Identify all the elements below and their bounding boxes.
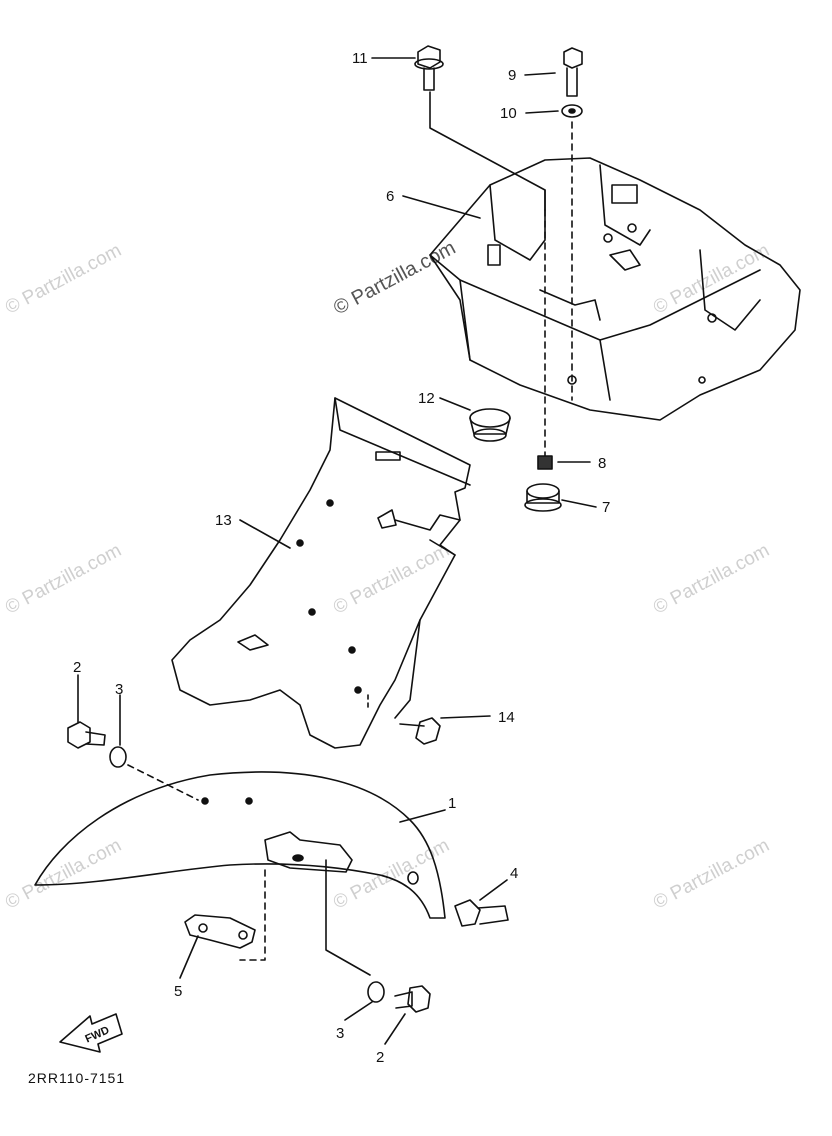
callout-6: 6 <box>386 188 394 205</box>
callout-13: 13 <box>215 512 232 529</box>
battery-box-part-6 <box>429 157 801 421</box>
bolt-part-14 <box>367 694 441 745</box>
front-fender-part-1 <box>34 771 446 919</box>
collar-part-8 <box>537 455 553 470</box>
washer-part-3-upper <box>109 746 127 768</box>
callout-3-lower: 3 <box>336 1025 344 1042</box>
inner-fender-part-13 <box>171 397 471 749</box>
callout-9: 9 <box>508 67 516 84</box>
fastener-part-4 <box>454 899 509 927</box>
callout-2-upper: 2 <box>73 659 81 676</box>
callout-4: 4 <box>510 865 518 882</box>
washer-part-10 <box>561 104 583 118</box>
fwd-label: FWD <box>83 1024 111 1045</box>
bolt-part-2-lower <box>394 985 431 1013</box>
callout-7: 7 <box>602 499 610 516</box>
diagram-code: 2RR110-7151 <box>28 1070 126 1086</box>
damper-part-7 <box>524 483 562 512</box>
grommet-part-12 <box>469 408 511 442</box>
callout-2-lower: 2 <box>376 1049 384 1066</box>
callout-11: 11 <box>352 50 368 67</box>
callout-5: 5 <box>174 983 182 1000</box>
callout-14: 14 <box>498 709 515 726</box>
bolt-part-9 <box>563 47 583 97</box>
bolt-part-11 <box>414 45 444 91</box>
fwd-arrow-icon: FWD <box>59 1013 123 1053</box>
callout-3-upper: 3 <box>115 681 123 698</box>
bracket-part-5 <box>184 914 256 949</box>
callout-12: 12 <box>418 390 435 407</box>
washer-part-3-lower <box>367 981 385 1003</box>
bolt-part-2-upper <box>67 721 106 749</box>
callout-1: 1 <box>448 795 456 812</box>
callout-10: 10 <box>500 105 517 122</box>
callout-8: 8 <box>598 455 606 472</box>
